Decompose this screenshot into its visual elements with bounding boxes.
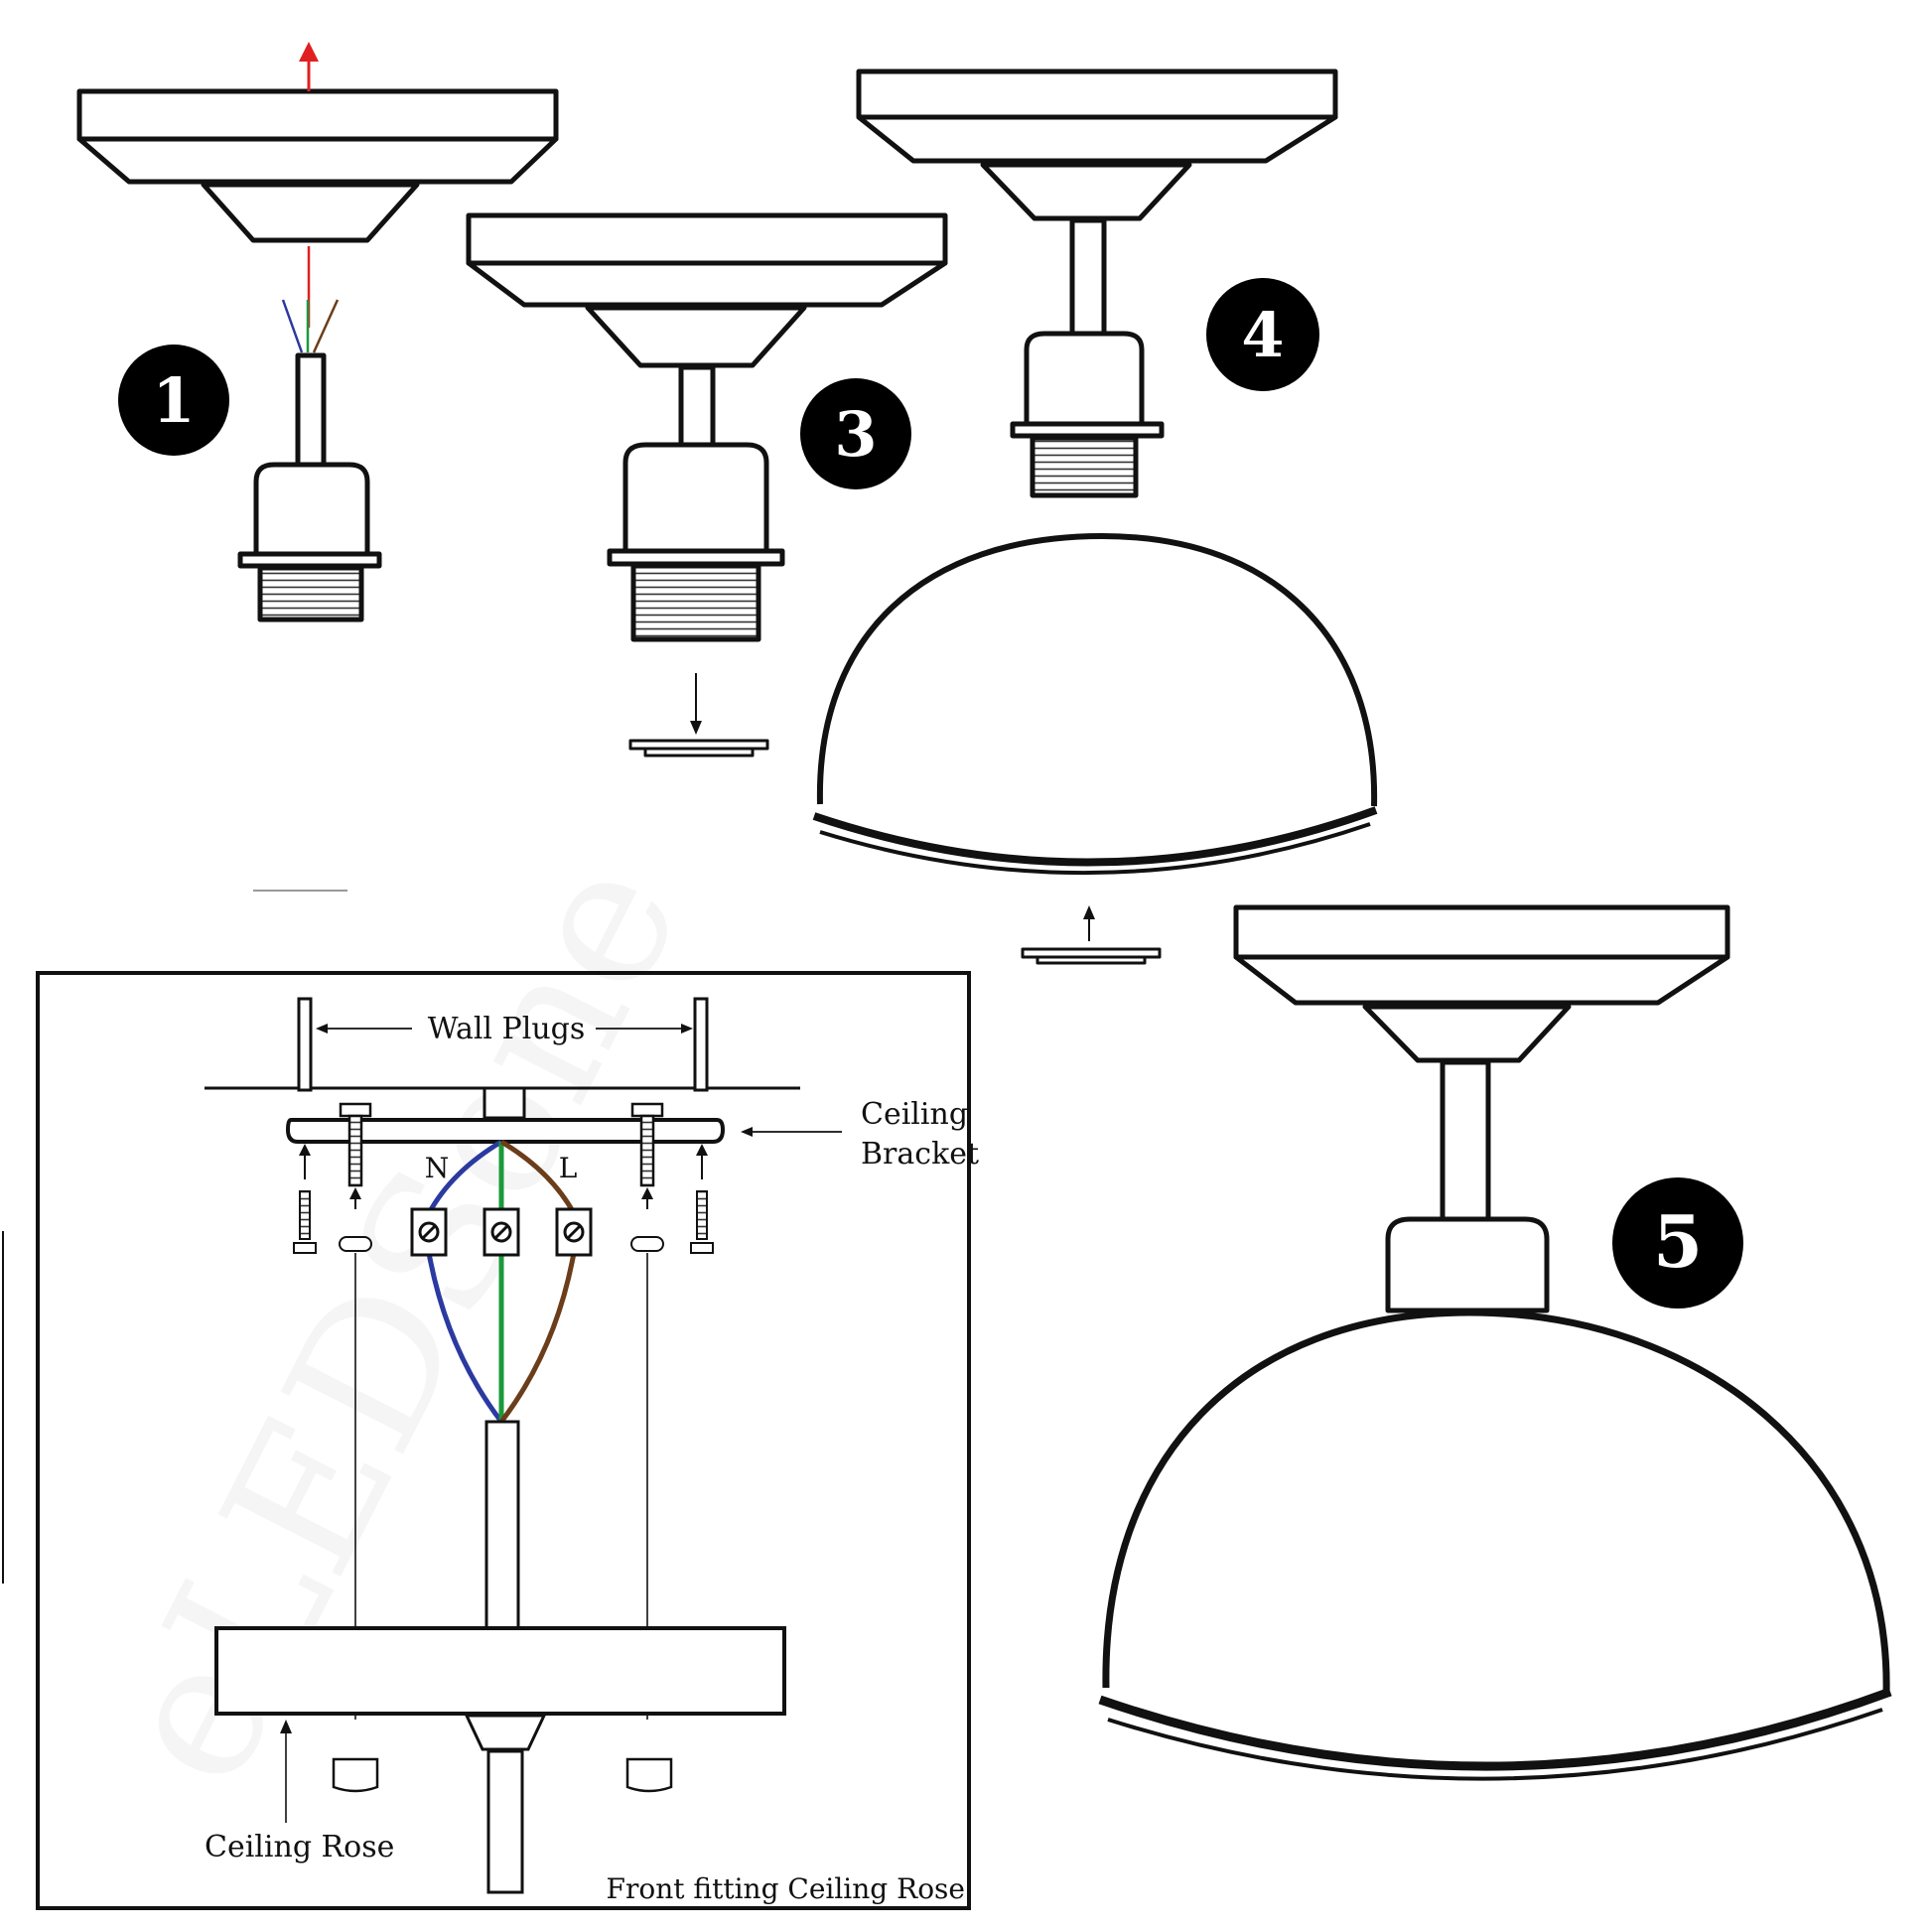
ceiling-plate-neck xyxy=(980,162,1192,221)
pendant-cord xyxy=(486,1749,524,1894)
lampholder-ring xyxy=(1010,421,1165,439)
slot-right xyxy=(630,1236,664,1252)
wall-plug-right xyxy=(693,997,709,1092)
step5-badge: 5 xyxy=(1612,1177,1743,1309)
live-wire-lower xyxy=(499,1252,577,1424)
lampholder-body xyxy=(253,462,370,559)
step4-assembly xyxy=(812,69,1378,965)
dome-shade-rim-lower xyxy=(1107,1708,1883,1781)
dome-shade-rim-lower xyxy=(819,822,1371,876)
rod xyxy=(678,364,716,448)
ceiling-bracket xyxy=(285,1118,726,1144)
ceiling-plate-neck xyxy=(585,305,807,368)
lampholder-ring xyxy=(607,548,785,567)
panel-caption: Front fitting Ceiling Rose xyxy=(607,1872,965,1905)
lampholder-thread xyxy=(630,563,761,642)
slot-left xyxy=(339,1236,372,1252)
step4-badge: 4 xyxy=(1206,278,1319,391)
step3-badge-circle xyxy=(800,378,911,489)
bracket-arrow-head xyxy=(741,1127,753,1137)
ceiling-plate-neck xyxy=(201,182,420,243)
cable-wires xyxy=(281,299,340,353)
step1-badge-circle xyxy=(118,345,229,456)
ceiling-bracket-label-1: Ceiling xyxy=(861,1097,968,1132)
lampholder-body xyxy=(622,442,769,555)
neutral-label: N xyxy=(425,1152,450,1184)
step3-assembly xyxy=(466,212,948,758)
live-label: L xyxy=(559,1152,578,1184)
screw-head-right xyxy=(630,1102,664,1118)
supply-cable xyxy=(484,1420,520,1630)
wall-plug-left xyxy=(297,997,313,1092)
step3-number: 3 xyxy=(834,398,877,471)
lampholder-body xyxy=(1385,1216,1550,1313)
ceiling-plate-bevel xyxy=(856,114,1338,164)
rod xyxy=(1069,217,1107,338)
rod xyxy=(1440,1059,1491,1222)
screw-head-left xyxy=(339,1102,372,1118)
ceiling-plate-bevel xyxy=(466,260,948,308)
down-arrow-head xyxy=(690,721,702,735)
lampholder-thread xyxy=(1030,435,1139,498)
arrow-head-right xyxy=(681,1024,693,1034)
ceiling-rose-label: Ceiling Rose xyxy=(205,1830,394,1864)
wiring-panel: eLEDSone Wall Plugs Ceiling Bracket xyxy=(36,971,979,1910)
step3-badge: 3 xyxy=(800,378,911,489)
live-wire-upper xyxy=(499,1139,577,1215)
step1-assembly xyxy=(76,42,559,622)
step5-badge-circle xyxy=(1612,1177,1743,1309)
dome-shade xyxy=(816,533,1378,807)
dome-shade xyxy=(1102,1309,1890,1695)
shade-ring-lip xyxy=(1035,955,1147,965)
ceiling-rose-neck xyxy=(464,1714,547,1751)
screw-shank-right xyxy=(639,1114,655,1187)
rose-arrow-head xyxy=(280,1720,292,1733)
screw-cap-left xyxy=(332,1757,379,1793)
screw-cap-right xyxy=(625,1757,673,1793)
dome-shade-rim xyxy=(1098,1687,1892,1771)
screw-shank-left xyxy=(347,1114,363,1187)
bracket-screws xyxy=(339,1102,664,1187)
terminal-blocks xyxy=(410,1207,593,1257)
lampholder-thread xyxy=(257,565,364,622)
ceiling-plate xyxy=(466,212,948,266)
lampholder-ring xyxy=(237,551,382,569)
dome-shade-rim xyxy=(812,806,1378,867)
up-arrow-head xyxy=(1083,905,1095,919)
step1-badge: 1 xyxy=(118,345,229,456)
ceiling-plate xyxy=(76,88,559,142)
neutral-wire-lower xyxy=(426,1252,503,1424)
step4-number: 4 xyxy=(1241,299,1284,371)
ceiling-bracket-label-2: Bracket xyxy=(861,1137,979,1172)
ceiling-plate xyxy=(1233,904,1730,960)
cable-entry xyxy=(483,1086,526,1120)
step5-number: 5 xyxy=(1653,1199,1703,1284)
shade-ring-lip xyxy=(643,747,755,758)
step4-badge-circle xyxy=(1206,278,1319,391)
screw-caps xyxy=(332,1757,673,1793)
ceiling-plate-bevel xyxy=(76,136,559,185)
fixing-screws xyxy=(293,1144,714,1254)
ceiling-plate-neck xyxy=(1362,1004,1572,1063)
arrow-head-left xyxy=(316,1024,328,1034)
ceiling-rose xyxy=(214,1626,786,1716)
wall-plugs xyxy=(297,997,709,1092)
lampholder-body xyxy=(1024,331,1145,428)
pull-arrow-head xyxy=(299,42,319,62)
connection-wires xyxy=(426,1139,577,1424)
ceiling-plate-bevel xyxy=(1233,954,1730,1006)
neutral-wire-upper xyxy=(426,1139,503,1215)
ceiling-plate xyxy=(856,69,1338,120)
flex-cord xyxy=(295,352,327,470)
step5-assembly xyxy=(1098,904,1892,1781)
wall-plugs-label: Wall Plugs xyxy=(428,1012,586,1046)
step1-number: 1 xyxy=(152,364,195,437)
